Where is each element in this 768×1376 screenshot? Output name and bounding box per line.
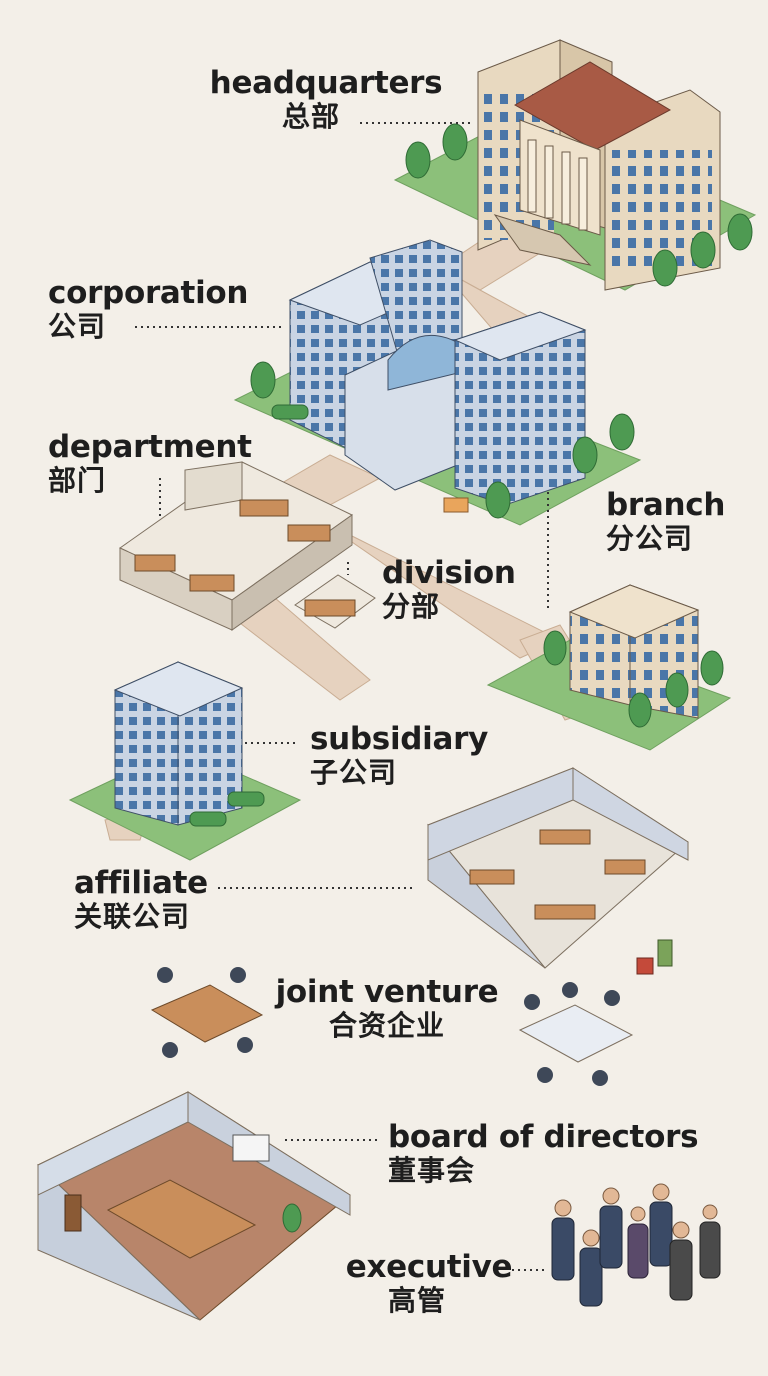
term-subsidiary-en: subsidiary	[310, 721, 489, 757]
term-department-en: department	[48, 429, 252, 465]
branch-building	[486, 584, 732, 751]
term-board-of-directors-zh: 董事会	[388, 1153, 476, 1187]
subsidiary-building	[68, 661, 302, 861]
term-branch: branch 分公司	[606, 488, 746, 554]
term-division-zh: 分部	[382, 589, 441, 623]
corporation-building	[233, 239, 642, 526]
term-division-en: division	[382, 555, 516, 591]
term-branch-zh: 分公司	[606, 521, 694, 555]
corporation-trees	[250, 361, 635, 519]
term-joint-venture-zh: 合资企业	[328, 1008, 445, 1042]
department-office	[119, 461, 353, 631]
term-affiliate-zh: 关联公司	[74, 899, 191, 933]
executives-group	[551, 1183, 721, 1307]
term-affiliate: affiliate 关联公司	[74, 866, 234, 932]
branch-trees	[543, 630, 724, 728]
joint-venture-meeting-right	[518, 982, 634, 1086]
term-division: division 分部	[382, 556, 532, 622]
term-corporation-zh: 公司	[48, 309, 107, 343]
term-executive-zh: 高管	[388, 1283, 447, 1317]
joint-venture-meeting-left	[150, 967, 264, 1058]
leader-lines	[135, 122, 549, 1271]
term-corporation: corporation 公司	[48, 276, 268, 342]
term-department-zh: 部门	[48, 463, 107, 497]
term-corporation-en: corporation	[48, 275, 249, 311]
term-joint-venture-en: joint venture	[275, 974, 499, 1010]
term-department: department 部门	[48, 430, 268, 496]
term-subsidiary: subsidiary 子公司	[310, 722, 510, 788]
term-board-of-directors-en: board of directors	[388, 1119, 699, 1155]
term-board-of-directors: board of directors 董事会	[388, 1120, 718, 1186]
term-branch-en: branch	[606, 487, 726, 523]
term-joint-venture: joint venture 合资企业	[272, 975, 502, 1041]
headquarters-building	[393, 39, 757, 291]
term-headquarters-zh: 总部	[282, 99, 341, 133]
term-headquarters: headquarters 总部	[206, 66, 446, 132]
headquarters-trees	[405, 123, 753, 287]
term-headquarters-en: headquarters	[209, 65, 443, 101]
term-affiliate-en: affiliate	[74, 865, 208, 901]
boardroom	[37, 1091, 351, 1321]
division-office	[294, 574, 376, 629]
affiliate-office	[427, 767, 689, 975]
term-subsidiary-zh: 子公司	[310, 755, 398, 789]
term-executive-en: executive	[345, 1249, 513, 1285]
term-executive: executive 高管	[344, 1250, 514, 1316]
